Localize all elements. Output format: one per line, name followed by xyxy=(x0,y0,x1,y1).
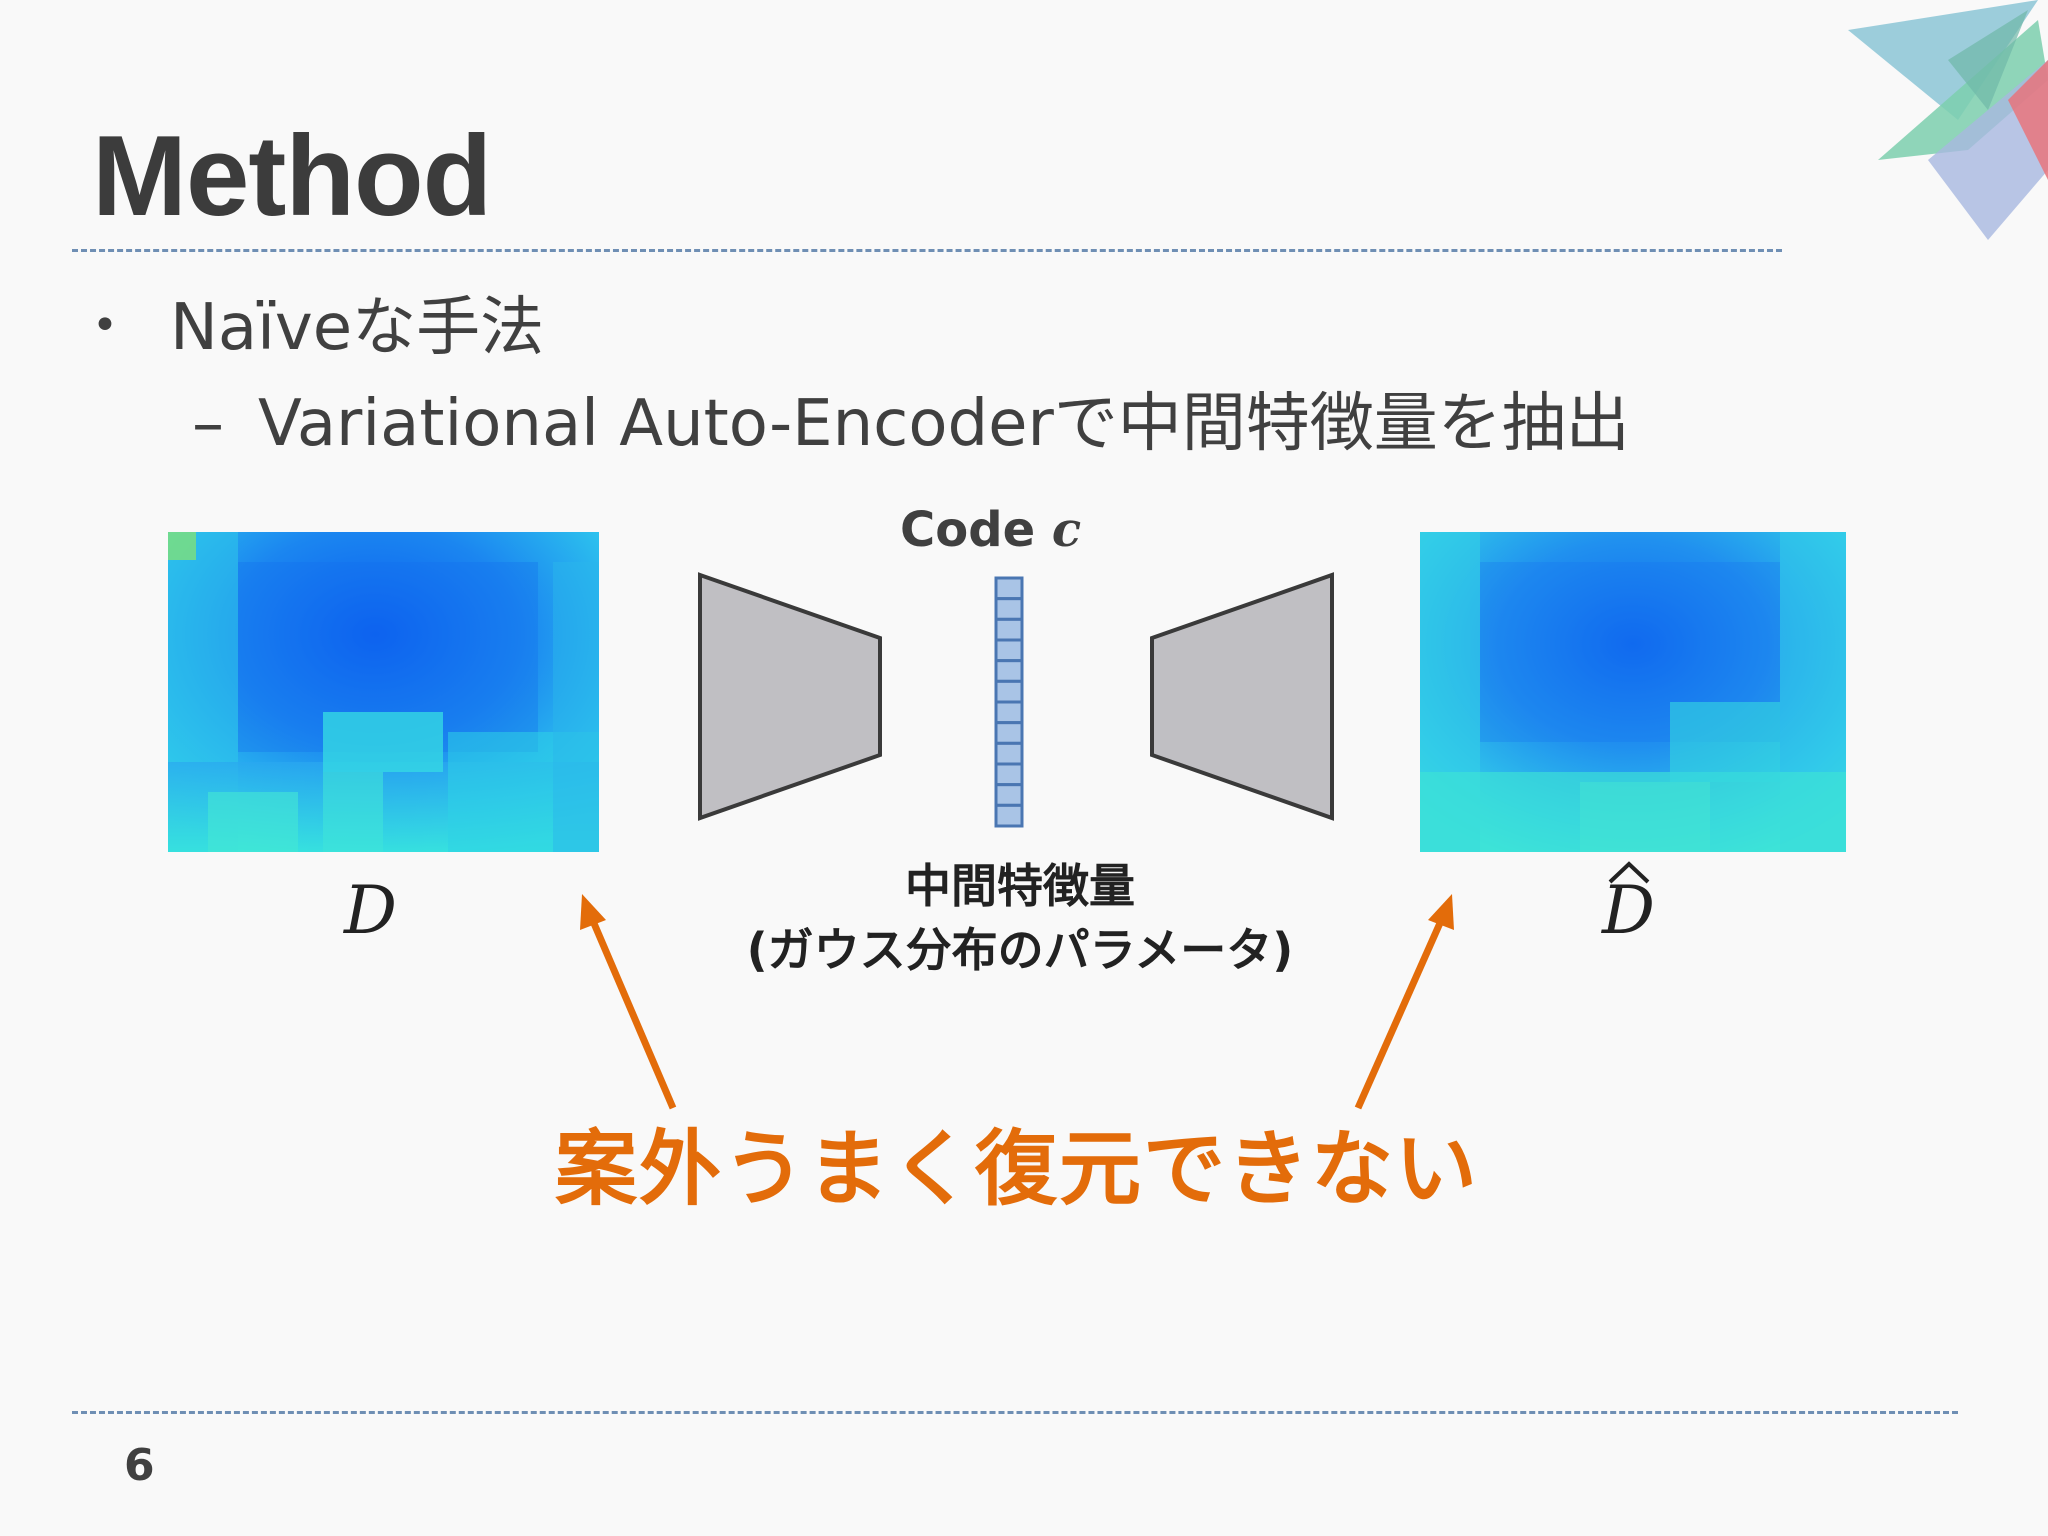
latent-cell xyxy=(994,659,1024,683)
latent-cell xyxy=(994,679,1024,704)
footer-divider xyxy=(72,1411,1958,1414)
output-depth-map xyxy=(1420,532,1846,852)
encoder-trapezoid xyxy=(690,560,890,825)
latent-feature-label: 中間特徴量 (ガウス分布のパラメータ) xyxy=(690,854,1350,982)
arrow-to-output xyxy=(1340,880,1480,1120)
latent-cell xyxy=(994,803,1024,828)
decoder-trapezoid xyxy=(1142,560,1342,825)
output-label-d-hat: D xyxy=(1602,872,1655,949)
corner-logo-decoration xyxy=(1788,0,2048,250)
latent-cell xyxy=(994,762,1024,787)
input-label-d: D xyxy=(344,872,397,949)
latent-cell xyxy=(994,576,1024,601)
latent-cell xyxy=(994,783,1024,807)
code-label-text: Code xyxy=(900,502,1036,558)
latent-feature-subtitle: (ガウス分布のパラメータ) xyxy=(746,923,1294,977)
latent-cell xyxy=(994,700,1024,725)
sub-bullet-vae: Variational Auto-Encoderで中間特徴量を抽出 xyxy=(258,387,1630,461)
callout-text: 案外うまく復元できない xyxy=(555,1122,1480,1217)
code-label: Code c xyxy=(900,500,1220,560)
latent-code-vector xyxy=(992,576,1032,828)
input-depth-map xyxy=(168,532,599,852)
hat-accent-icon xyxy=(1604,860,1654,884)
bullet-naive-method: Naïveな手法 xyxy=(170,291,545,365)
slide-title: Method xyxy=(92,113,492,240)
latent-cell xyxy=(994,741,1024,766)
title-divider xyxy=(72,249,1782,252)
bullet-marker: • xyxy=(92,300,118,351)
sub-bullet-marker: – xyxy=(192,387,224,461)
page-number: 6 xyxy=(124,1440,155,1491)
arrow-to-input xyxy=(560,880,700,1120)
latent-cell xyxy=(994,597,1024,621)
code-variable: c xyxy=(1051,502,1082,558)
latent-cell xyxy=(994,617,1024,642)
latent-cell xyxy=(994,721,1024,745)
latent-cell xyxy=(994,638,1024,663)
latent-feature-title: 中間特徴量 xyxy=(905,859,1135,913)
